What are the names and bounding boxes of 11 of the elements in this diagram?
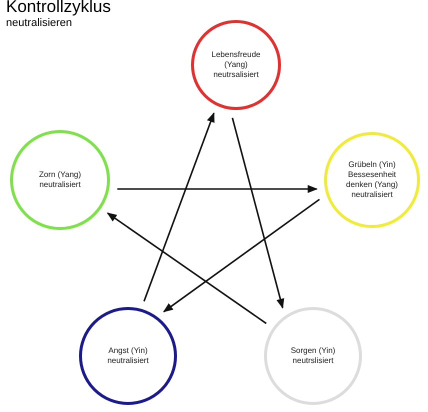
arrow [117,185,318,193]
arrow [232,118,284,309]
subtitle: neutralisieren [6,17,72,30]
node-label: Grübeln (Yin) Bessesenheit denken (Yang) neutralisiert [345,160,399,200]
node-label: Lebensfreude (Yang) neutrsalisiert [210,50,262,80]
arrow [143,112,215,302]
title: Kontrollzyklus [6,0,111,16]
arrow [163,198,320,312]
node-label: Angst (Yin) neutralisiert [106,346,150,366]
node-label: Sorgen (Yin) neutrslisiert [290,346,336,366]
node-label: Zorn (Yang) neutralisiert [38,170,82,190]
